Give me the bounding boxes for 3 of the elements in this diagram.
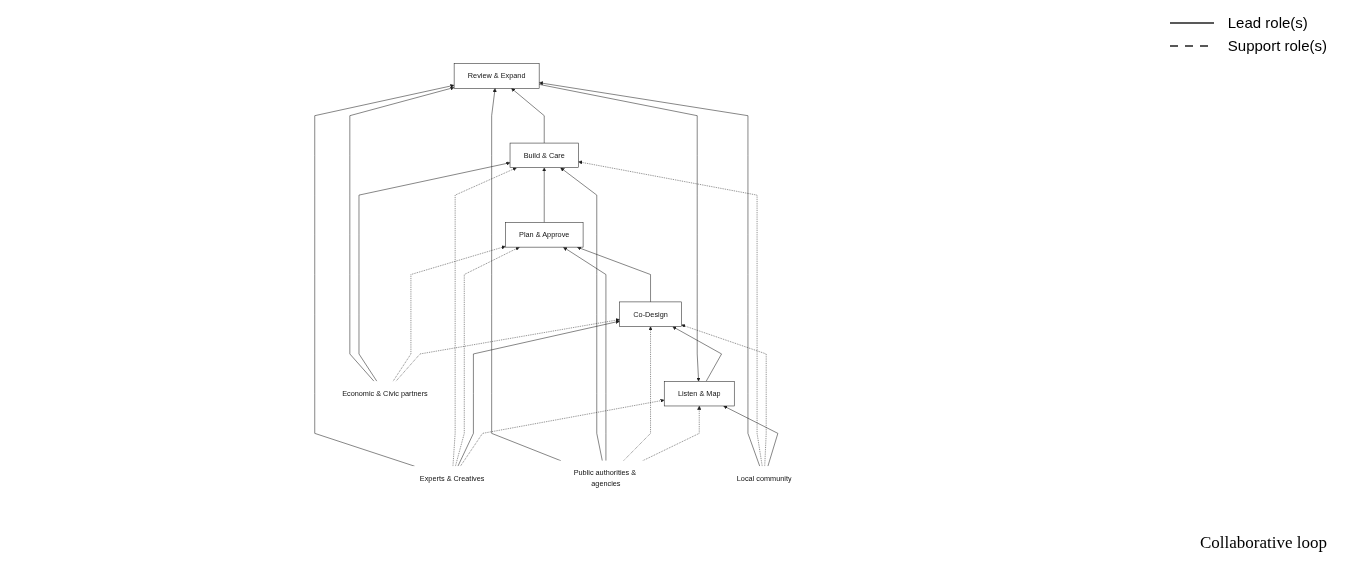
caption: Collaborative loop	[1200, 533, 1327, 553]
legend-label: Lead role(s)	[1227, 14, 1308, 31]
legend-label: Support role(s)	[1227, 37, 1327, 54]
